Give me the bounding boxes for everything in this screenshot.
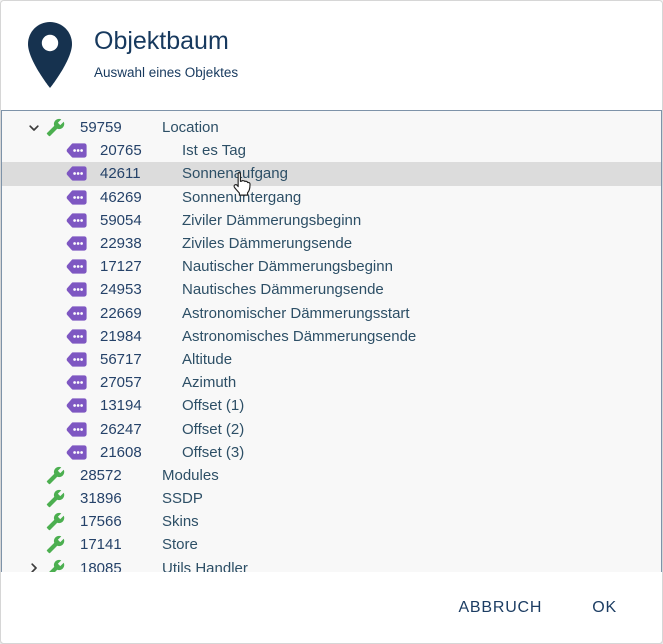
object-id: 22669: [100, 304, 142, 322]
cancel-button[interactable]: ABBRUCH: [456, 595, 544, 621]
object-label: Modules: [162, 466, 219, 484]
tag-icon: [66, 282, 100, 298]
object-label: Skins: [162, 513, 199, 531]
object-id: 59759: [80, 119, 122, 137]
tree-row[interactable]: 17566 Skins: [2, 510, 661, 533]
tag-icon: [66, 236, 100, 251]
dialog-header: Objektbaum Auswahl eines Objektes: [1, 1, 662, 110]
chevron-down-icon[interactable]: [22, 122, 46, 134]
tag-icon: [66, 305, 100, 321]
object-label: Location: [162, 119, 219, 137]
tag-icon: [66, 398, 100, 413]
ok-button[interactable]: OK: [590, 595, 619, 621]
tree-row[interactable]: 17127 Nautischer Dämmerungsbeginn: [2, 255, 661, 278]
dialog-titles: Objektbaum Auswahl eines Objektes: [94, 27, 238, 80]
object-id: 28572: [80, 466, 122, 484]
object-label: Nautischer Dämmerungsbeginn: [182, 258, 393, 276]
object-id: 21608: [100, 443, 142, 461]
object-id: 18085: [80, 559, 122, 573]
object-label: Nautisches Dämmerungsende: [182, 281, 384, 299]
object-label: Sonnenaufgang: [182, 165, 288, 183]
tree-row[interactable]: 59759 Location: [2, 116, 661, 139]
tree-row[interactable]: 26247 Offset (2): [2, 417, 661, 440]
object-id: 42611: [100, 165, 141, 183]
chevron-right-icon[interactable]: [22, 562, 46, 572]
object-label: SSDP: [162, 490, 203, 508]
tree-row[interactable]: 27057 Azimuth: [2, 371, 661, 394]
object-id: 24953: [100, 281, 142, 299]
object-label: Altitude: [182, 350, 233, 368]
tag-icon: [66, 329, 100, 344]
wrench-icon: [46, 512, 80, 531]
object-tree[interactable]: 59759 Location 20765 Ist es Tag 42611 Sonnena…: [1, 110, 662, 573]
object-label: Offset (3): [182, 443, 245, 461]
tag-icon: [66, 445, 100, 460]
object-id: 13194: [100, 397, 142, 415]
object-label: Offset (2): [182, 420, 245, 438]
object-label: Ziviles Dämmerungsende: [182, 235, 353, 253]
object-label: Utils Handler: [162, 559, 248, 573]
object-id: 17141: [80, 536, 122, 554]
tag-icon: [66, 143, 100, 158]
tree-row[interactable]: 22938 Ziviles Dämmerungsende: [2, 232, 661, 255]
object-id: 20765: [100, 142, 142, 160]
tag-icon: [66, 259, 100, 274]
object-id: 59054: [100, 211, 142, 229]
object-id: 17127: [100, 258, 142, 276]
dialog-footer: ABBRUCH OK: [1, 572, 662, 643]
wrench-icon: [46, 489, 80, 508]
tree-row[interactable]: 24953 Nautisches Dämmerungsende: [2, 278, 661, 301]
tree-row[interactable]: 18085 Utils Handler: [2, 557, 661, 573]
tag-icon: [66, 375, 100, 390]
object-label: Astronomischer Dämmerungsstart: [182, 304, 410, 322]
object-id: 56717: [100, 350, 142, 368]
page-title: Objektbaum: [94, 27, 229, 55]
tag-icon: [66, 352, 100, 367]
object-label: Azimuth: [182, 374, 237, 392]
tree-row[interactable]: 59054 Ziviler Dämmerungsbeginn: [2, 209, 661, 232]
object-id: 21984: [100, 327, 142, 345]
tree-row[interactable]: 31896 SSDP: [2, 487, 661, 510]
object-label: Sonnenuntergang: [182, 188, 302, 206]
wrench-icon: [46, 535, 80, 554]
tag-icon: [66, 421, 100, 437]
tree-row[interactable]: 22669 Astronomischer Dämmerungsstart: [2, 302, 661, 325]
tree-row[interactable]: 28572 Modules: [2, 464, 661, 487]
object-label: Store: [162, 536, 198, 554]
tree-row[interactable]: 21984 Astronomisches Dämmerungsende: [2, 325, 661, 348]
tree-row[interactable]: 17141 Store: [2, 533, 661, 556]
tree-row[interactable]: 13194 Offset (1): [2, 394, 661, 417]
object-id: 27057: [100, 374, 142, 392]
tree-row[interactable]: 56717 Altitude: [2, 348, 661, 371]
tree-row[interactable]: 46269 Sonnenuntergang: [2, 186, 661, 209]
object-label: Offset (1): [182, 397, 245, 415]
tag-icon: [66, 213, 100, 228]
object-id: 26247: [100, 420, 142, 438]
tree-row[interactable]: 20765 Ist es Tag: [2, 139, 661, 162]
object-id: 31896: [80, 490, 122, 508]
object-label: Ist es Tag: [182, 142, 246, 160]
object-id: 46269: [100, 188, 142, 206]
page-subtitle: Auswahl eines Objektes: [94, 64, 239, 80]
tree-row[interactable]: 21608 Offset (3): [2, 441, 661, 464]
object-label: Astronomisches Dämmerungsende: [182, 327, 417, 345]
object-id: 22938: [100, 235, 142, 253]
tag-icon: [66, 166, 100, 182]
wrench-icon: [46, 466, 80, 485]
tag-icon: [66, 190, 100, 205]
location-pin-icon: [28, 22, 72, 88]
wrench-icon: [46, 118, 80, 137]
object-label: Ziviler Dämmerungsbeginn: [182, 211, 362, 229]
tree-row[interactable]: 42611 Sonnenaufgang: [2, 162, 661, 186]
wrench-icon: [46, 559, 80, 572]
object-id: 17566: [80, 513, 122, 531]
